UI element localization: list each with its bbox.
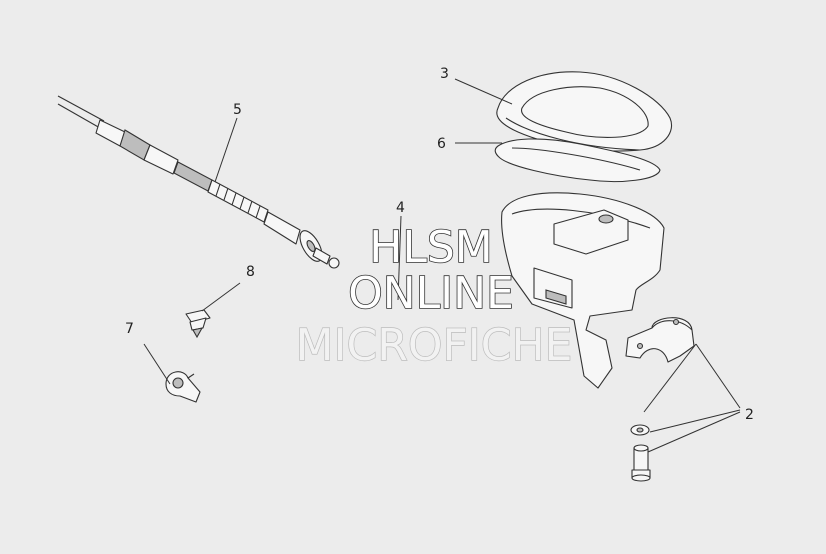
clamp-part-7[interactable] [165,371,201,403]
leader-lines [143,78,741,453]
washer-part-2[interactable] [630,424,650,436]
callout-3: 3 [440,66,449,82]
holder-part-2[interactable] [625,317,695,363]
callout-8: 8 [246,264,255,280]
gasket-part-6[interactable] [494,138,661,183]
callouts: 3 6 5 4 8 7 2 [125,66,754,423]
reservoir-housing[interactable] [501,192,665,389]
cable-part-5[interactable] [57,95,340,269]
cable-ridges [215,183,261,219]
callout-5: 5 [233,102,242,118]
watermark-line-1: HLSM [369,222,493,273]
callout-7: 7 [125,321,134,337]
callout-2: 2 [745,407,754,423]
callout-4: 4 [396,200,405,216]
screw-part-8[interactable] [185,309,211,339]
watermark-line-2: ONLINE [348,268,514,319]
watermark-line-3: MICROFICHE [296,320,573,371]
callout-6: 6 [437,136,446,152]
watermark: HLSM ONLINE MICROFICHE [295,221,573,372]
bolt-part-2[interactable] [631,444,651,482]
cover-part-3[interactable] [496,71,672,152]
